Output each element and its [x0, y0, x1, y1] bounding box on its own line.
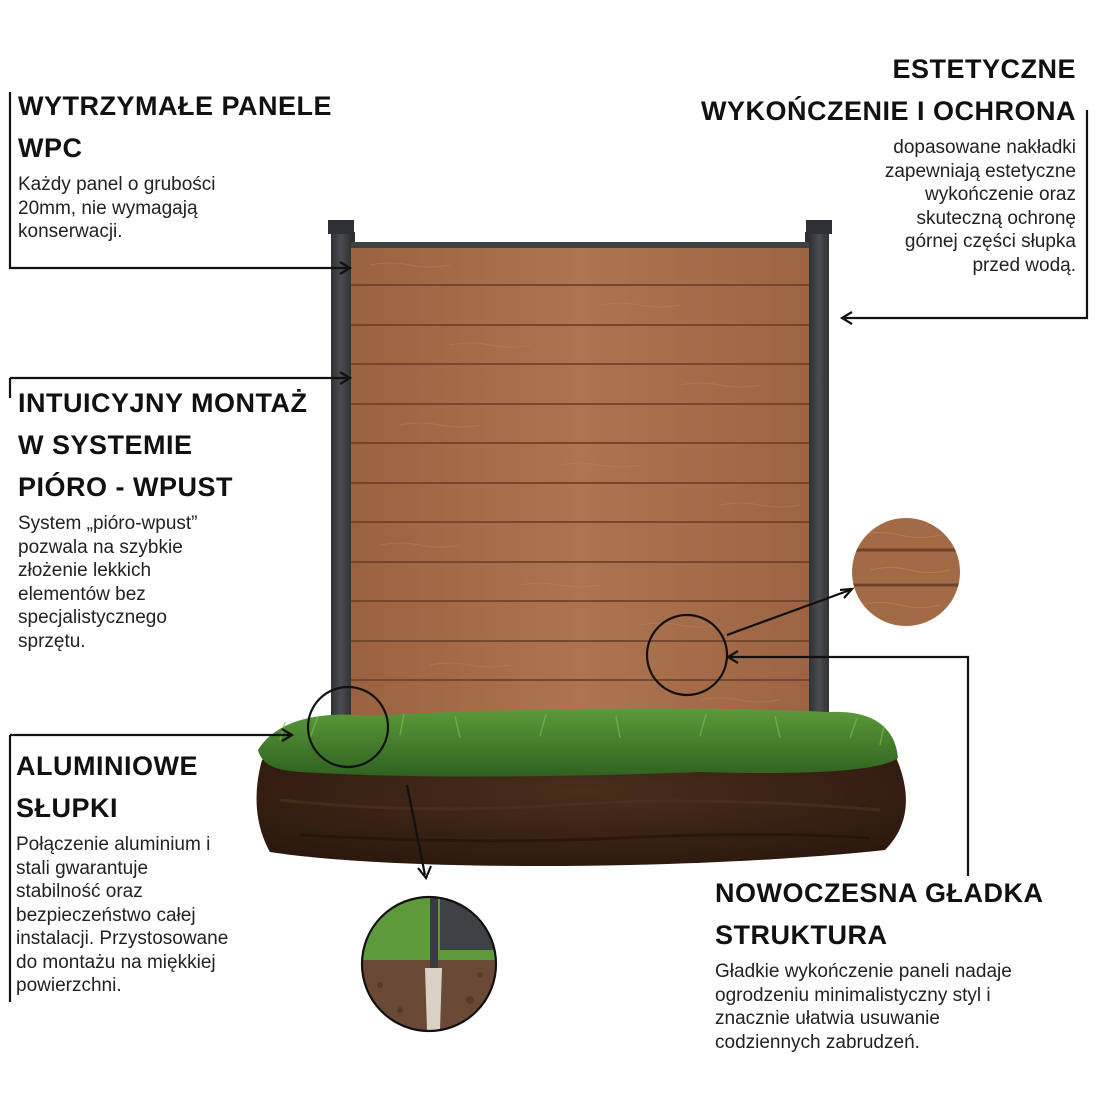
feature-assembly-description: System „pióro-wpust” pozwala na szybkie … [18, 513, 198, 652]
annotation-lines [8, 92, 1089, 1033]
feature-finish-title: ESTETYCZNE WYKOŃCZENIE I OCHRONA [701, 54, 1076, 126]
fence-panel [350, 242, 810, 722]
feature-assembly: INTUICYJNY MONTAŻ W SYSTEMIE PIÓRO - WPU… [18, 382, 338, 653]
feature-texture-title: NOWOCZESNA GŁADKA STRUKTURA [715, 878, 1044, 950]
feature-panels-description: Każdy panel o grubości 20mm, nie wymagaj… [18, 174, 216, 242]
left-post [328, 220, 355, 730]
feature-finish-description: dopasowane nakładki zapewniają estetyczn… [884, 137, 1076, 276]
feature-texture-description: Gładkie wykończenie paneli nadaje ogrodz… [715, 961, 1012, 1053]
grass [258, 708, 898, 777]
feature-posts: ALUMINIOWE SŁUPKI Połączenie aluminium i… [16, 745, 296, 998]
feature-posts-title: ALUMINIOWE SŁUPKI [16, 751, 198, 823]
feature-texture: NOWOCZESNA GŁADKA STRUKTURA Gładkie wyko… [715, 872, 1095, 1054]
texture-zoom-image [852, 518, 960, 626]
feature-assembly-title: INTUICYJNY MONTAŻ W SYSTEMIE PIÓRO - WPU… [18, 388, 308, 502]
feature-panels-title: WYTRZYMAŁE PANELE WPC [18, 91, 332, 163]
feature-finish: ESTETYCZNE WYKOŃCZENIE I OCHRONA dopasow… [646, 48, 1076, 277]
ground-anchor-zoom-image [362, 897, 496, 1031]
feature-panels: WYTRZYMAŁE PANELE WPC Każdy panel o grub… [18, 85, 358, 244]
feature-posts-description: Połączenie aluminium i stali gwarantuje … [16, 834, 229, 996]
right-post [805, 220, 832, 730]
